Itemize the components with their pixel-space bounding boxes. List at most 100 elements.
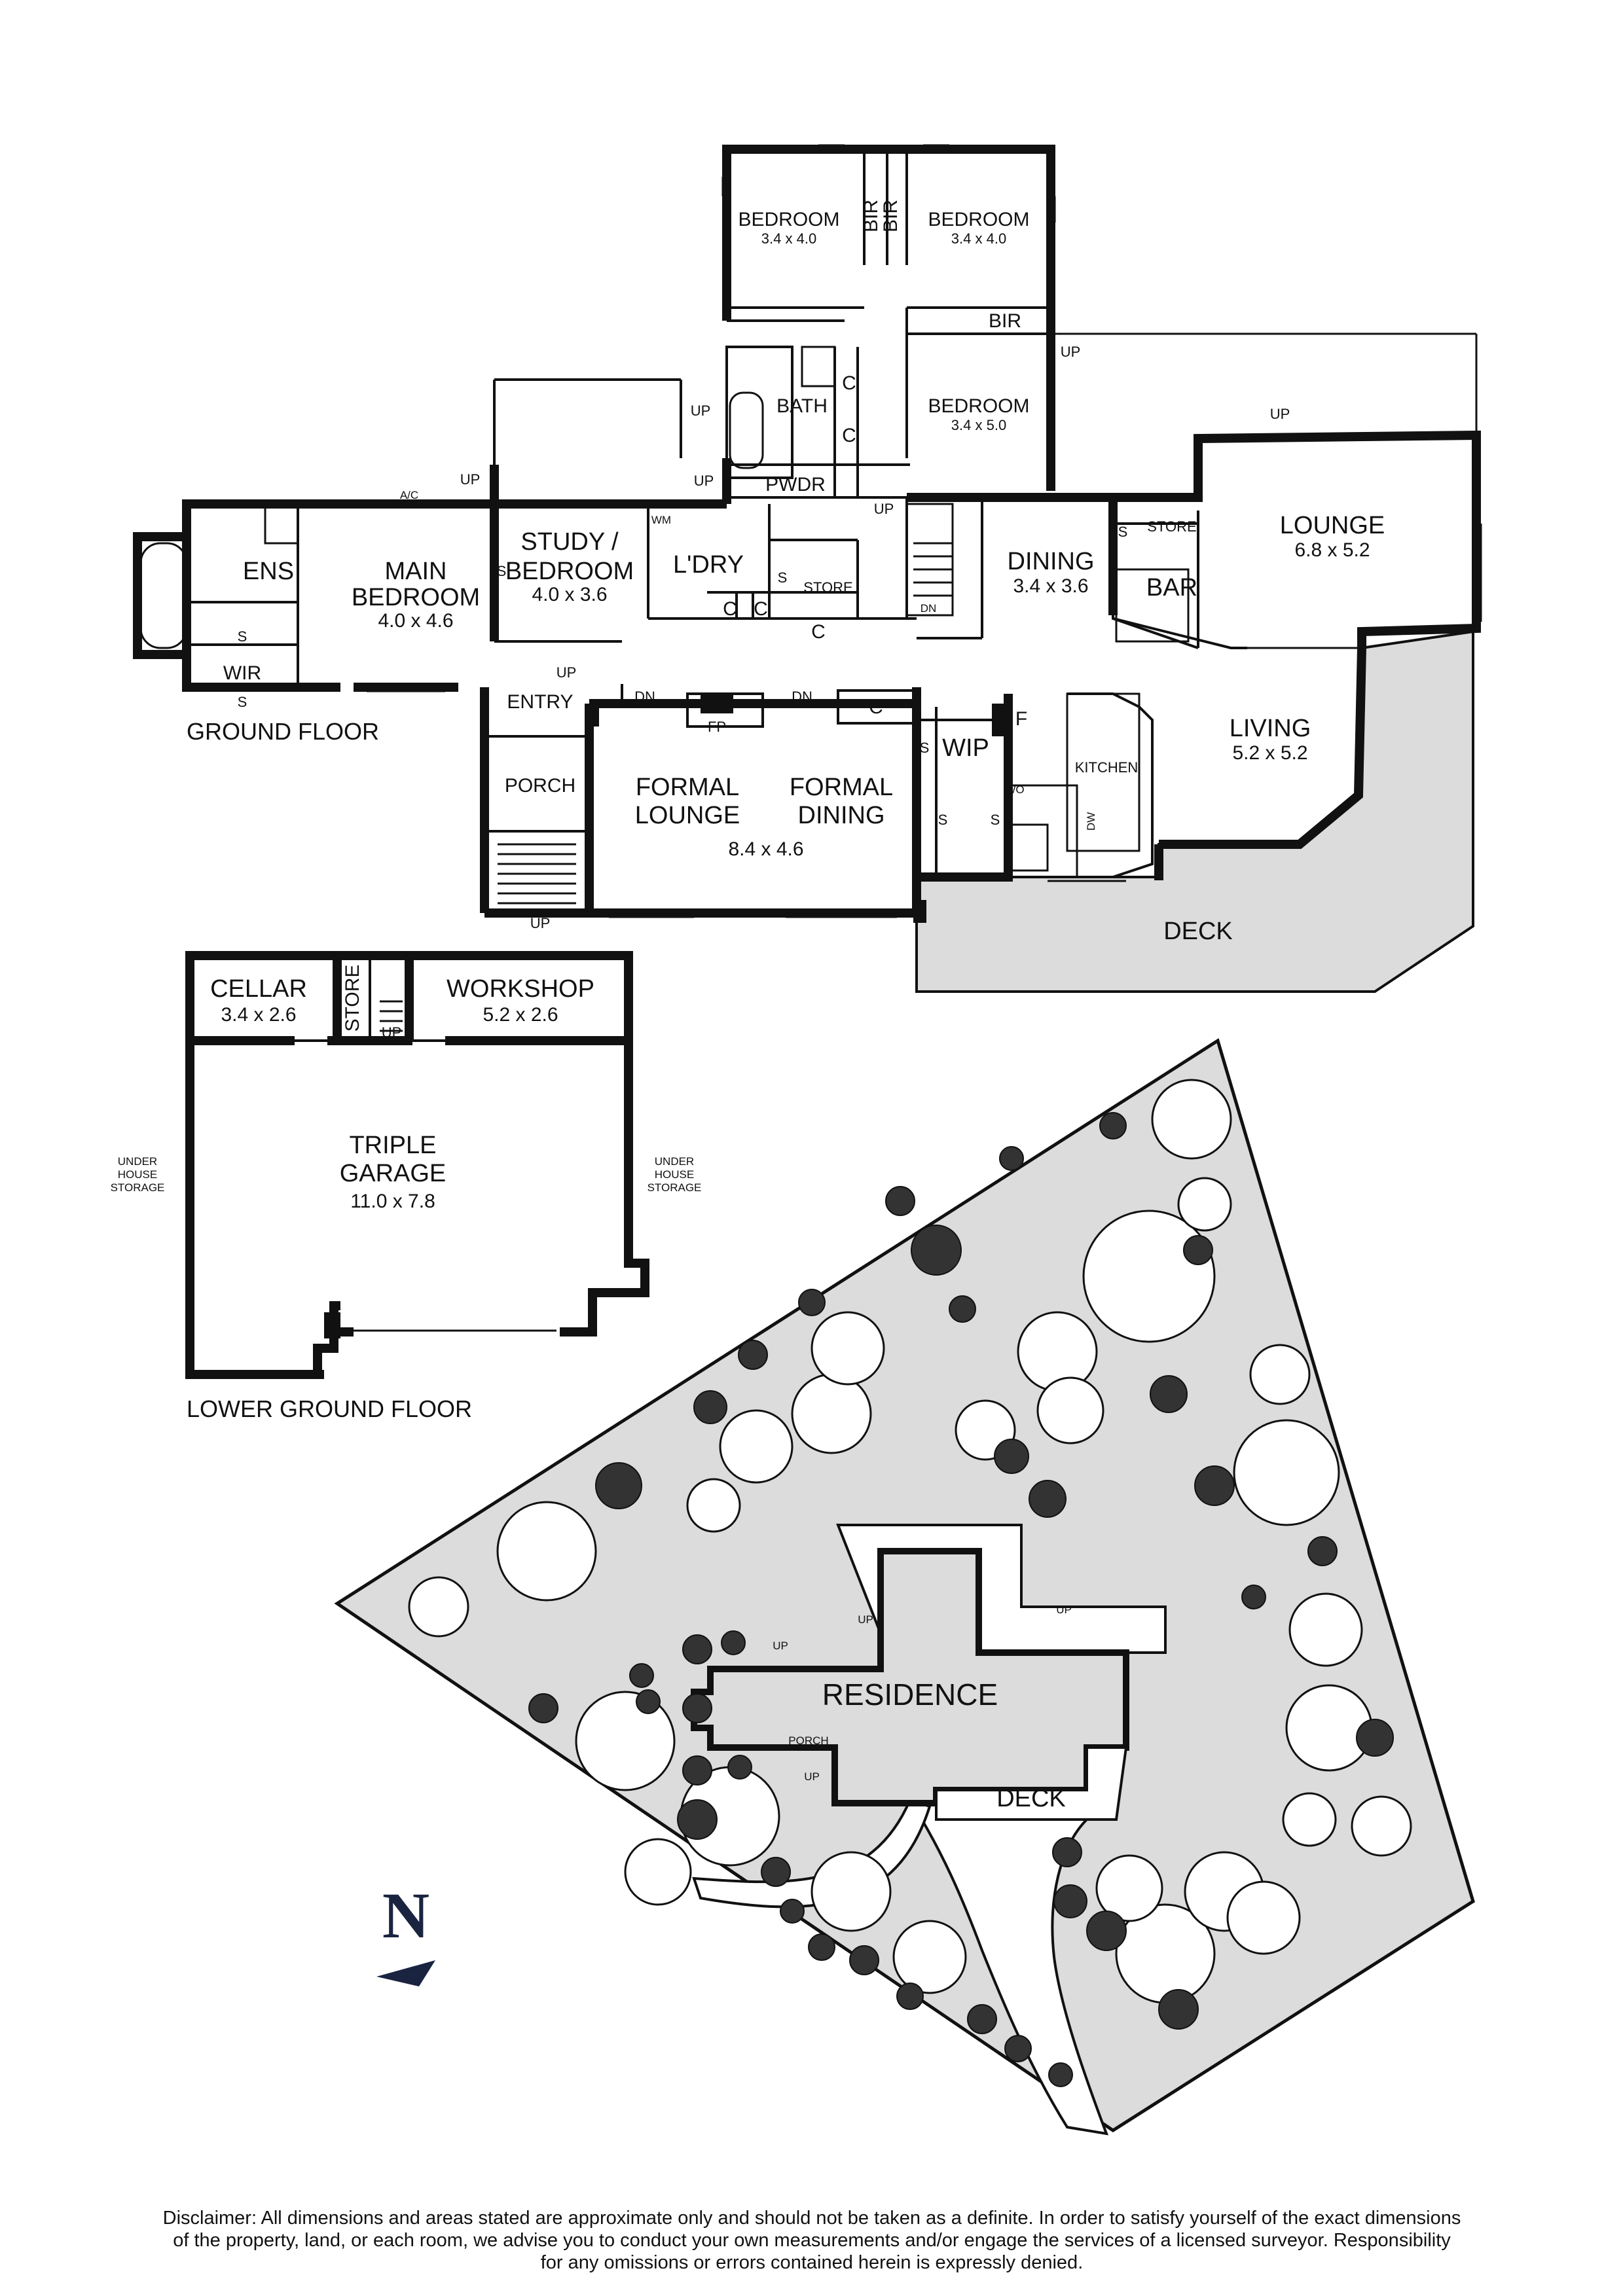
label-kitchen: KITCHEN — [1075, 759, 1139, 776]
label-bar: BAR — [1146, 574, 1197, 601]
label-workshop: WORKSHOP — [447, 975, 594, 1003]
label-study-bedroom: STUDY / — [520, 528, 619, 556]
label-store-lower: STORE — [342, 965, 363, 1032]
label-lounge: LOUNGE — [1280, 512, 1385, 539]
svg-text:STORAGE: STORAGE — [647, 1181, 702, 1194]
svg-text:BEDROOM: BEDROOM — [352, 584, 480, 611]
residence-footprint — [691, 1548, 1129, 1806]
svg-text:HOUSE: HOUSE — [118, 1168, 157, 1181]
main-body-wall — [182, 465, 499, 692]
svg-text:UP: UP — [691, 403, 711, 419]
label-formal-dining: FORMAL — [790, 774, 893, 801]
svg-text:DINING: DINING — [798, 802, 885, 829]
label-entry: ENTRY — [507, 691, 573, 713]
svg-text:UP: UP — [804, 1770, 820, 1783]
label-bir-1: BIR — [860, 200, 882, 232]
svg-text:4.0 x 4.6: 4.0 x 4.6 — [378, 610, 453, 632]
svg-text:3.4 x 3.6: 3.4 x 3.6 — [1013, 575, 1088, 597]
label-deck: DECK — [1163, 918, 1233, 945]
svg-text:WO: WO — [1005, 783, 1024, 796]
svg-text:3.4 x 4.0: 3.4 x 4.0 — [761, 230, 816, 247]
label-residence: RESIDENCE — [822, 1677, 998, 1712]
ground-floor-plan — [133, 144, 1482, 993]
label-under-house-storage-right: UNDER — [655, 1155, 694, 1168]
label-dining: DINING — [1008, 548, 1095, 575]
svg-text:UP: UP — [1061, 344, 1081, 360]
svg-text:S: S — [778, 569, 788, 586]
svg-text:UP: UP — [530, 915, 551, 931]
label-bir-2: BIR — [880, 200, 902, 232]
svg-text:F: F — [1015, 708, 1027, 730]
svg-text:3.4 x 2.6: 3.4 x 2.6 — [221, 1004, 296, 1026]
disclaimer: Disclaimer: All dimensions and areas sta… — [59, 2207, 1565, 2274]
svg-text:DN: DN — [792, 689, 812, 705]
svg-text:5.2 x 2.6: 5.2 x 2.6 — [483, 1004, 558, 1026]
svg-text:DN: DN — [921, 602, 937, 615]
svg-text:C: C — [723, 598, 737, 620]
porch-stairs — [498, 843, 576, 905]
label-living: LIVING — [1230, 715, 1311, 742]
label-triple-garage: TRIPLE — [349, 1132, 436, 1159]
svg-text:S: S — [1118, 524, 1128, 540]
svg-text:4.0 x 3.6: 4.0 x 3.6 — [532, 584, 607, 605]
disclaimer-line-2: of the property, land, or each room, we … — [173, 2230, 1451, 2251]
label-site-porch: PORCH — [788, 1734, 828, 1747]
label-wip: WIP — [942, 734, 989, 762]
label-wir: WIR — [223, 662, 261, 684]
svg-text:DN: DN — [634, 689, 655, 705]
label-bath: BATH — [776, 395, 828, 417]
disclaimer-line-1: Disclaimer: All dimensions and areas sta… — [162, 2208, 1461, 2229]
svg-text:C: C — [842, 425, 856, 446]
label-laundry: L'DRY — [673, 551, 744, 579]
svg-text:S: S — [938, 812, 948, 828]
label-site-deck: DECK — [996, 1785, 1066, 1812]
svg-text:GARAGE: GARAGE — [340, 1160, 447, 1187]
svg-text:11.0 x 7.8: 11.0 x 7.8 — [350, 1191, 435, 1212]
svg-text:HOUSE: HOUSE — [655, 1168, 694, 1181]
svg-text:DW: DW — [1085, 812, 1097, 831]
small-trees — [528, 1112, 1394, 2087]
svg-text:UP: UP — [773, 1640, 788, 1652]
north-letter: N — [382, 1879, 429, 1952]
site-plan — [334, 1038, 1475, 2136]
label-cellar: CELLAR — [210, 975, 307, 1003]
label-bedroom-lower: BEDROOM — [928, 395, 1029, 417]
svg-text:C: C — [842, 372, 856, 394]
site-labels: RESIDENCE DECK PORCH UP UP UP UP — [773, 1604, 1072, 1812]
svg-text:S: S — [991, 812, 1000, 828]
svg-text:WM: WM — [651, 514, 671, 526]
svg-text:UP: UP — [874, 501, 894, 517]
svg-text:LOUNGE: LOUNGE — [635, 802, 740, 829]
svg-text:S: S — [238, 628, 247, 645]
interior-stairs — [913, 542, 953, 597]
svg-text:FP: FP — [708, 719, 726, 735]
svg-text:C: C — [869, 696, 883, 718]
svg-text:STORAGE: STORAGE — [111, 1181, 165, 1194]
label-bedroom-left: BEDROOM — [738, 209, 839, 230]
label-store-lounge: STORE — [1147, 518, 1196, 535]
label-under-house-storage-left: UNDER — [118, 1155, 157, 1168]
ground-floor-labels: BEDROOM 3.4 x 4.0 BEDROOM 3.4 x 4.0 BIR … — [187, 200, 1385, 945]
svg-text:6.8 x 5.2: 6.8 x 5.2 — [1294, 539, 1370, 561]
svg-text:UP: UP — [382, 1024, 402, 1041]
label-store-mid: STORE — [803, 579, 852, 596]
svg-text:C: C — [811, 621, 826, 643]
svg-text:C: C — [754, 598, 768, 620]
bedroom-wing-wall — [722, 145, 1055, 491]
north-arrow: N — [376, 1879, 435, 1986]
label-bedroom-right: BEDROOM — [928, 209, 1029, 230]
svg-text:UP: UP — [460, 471, 481, 488]
ground-floor-title: GROUND FLOOR — [187, 718, 379, 745]
label-porch: PORCH — [505, 775, 575, 797]
svg-text:A/C: A/C — [400, 489, 418, 501]
svg-text:5.2 x 5.2: 5.2 x 5.2 — [1232, 742, 1307, 764]
lower-ground-floor-labels: CELLAR 3.4 x 2.6 STORE WORKSHOP 5.2 x 2.… — [111, 965, 702, 1422]
svg-text:S: S — [920, 740, 930, 756]
label-bir-3: BIR — [989, 310, 1021, 332]
svg-text:UP: UP — [556, 664, 577, 681]
svg-text:BEDROOM: BEDROOM — [505, 558, 634, 585]
label-pwdr: PWDR — [765, 474, 826, 495]
svg-text:3.4 x 4.0: 3.4 x 4.0 — [951, 230, 1006, 247]
label-formal-lounge: FORMAL — [636, 774, 739, 801]
